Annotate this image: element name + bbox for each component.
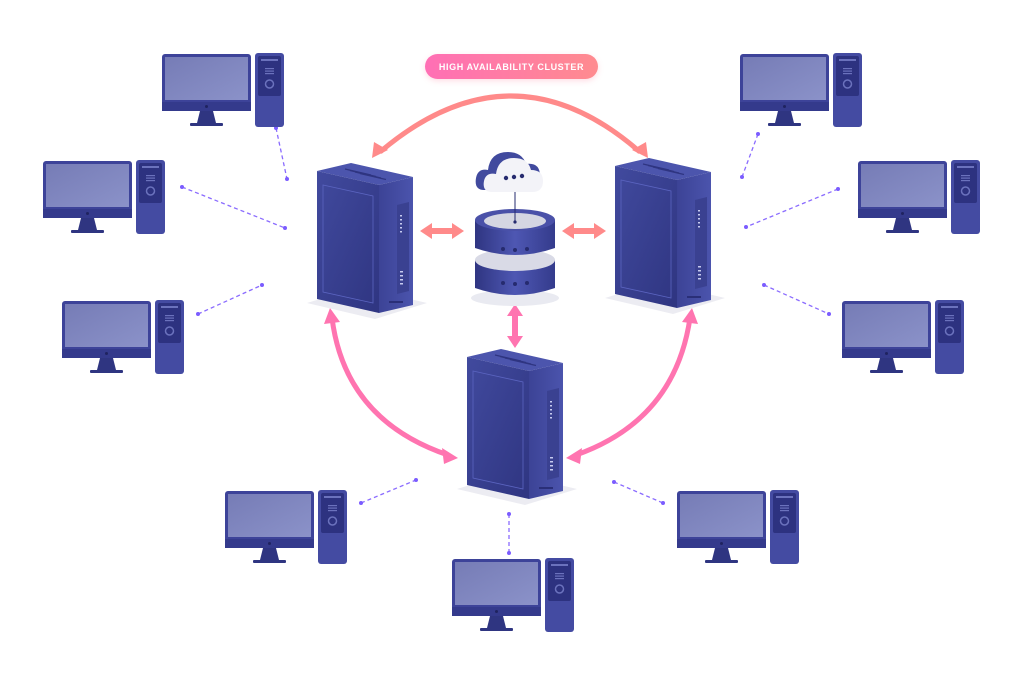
arrowhead-icon	[566, 448, 582, 464]
edge-server-left-server-right	[372, 93, 648, 158]
client-8	[452, 558, 574, 632]
pc-tower-icon	[318, 490, 347, 564]
client-5	[858, 160, 980, 234]
link-client-6	[763, 284, 830, 315]
client-4	[740, 53, 862, 127]
diagram-title: HIGH AVAILABILITY CLUSTER	[425, 54, 598, 79]
arrowhead-icon	[372, 142, 388, 158]
client-links	[181, 127, 839, 553]
client-1	[162, 53, 284, 127]
server-left	[307, 163, 427, 319]
client-6	[842, 300, 964, 374]
client-7	[225, 490, 347, 564]
client-9	[677, 490, 799, 564]
link-client-4	[741, 133, 759, 178]
pc-tower-icon	[155, 300, 184, 374]
edge-server-right-server-bottom	[566, 308, 698, 464]
pc-tower-icon	[770, 490, 799, 564]
pc-tower-icon	[545, 558, 574, 632]
pc-tower-icon	[136, 160, 165, 234]
monitor-icon	[842, 301, 931, 373]
edge-server-left-storage	[420, 223, 464, 239]
monitor-icon	[452, 559, 541, 631]
client-2	[43, 160, 165, 234]
edge-server-left-server-bottom	[324, 308, 458, 464]
link-client-1	[275, 127, 288, 180]
arrowhead-icon	[632, 142, 648, 158]
server-icon	[615, 166, 677, 308]
link-client-5	[745, 188, 839, 228]
client-3	[62, 300, 184, 374]
link-client-9	[613, 481, 664, 504]
monitor-icon	[62, 301, 151, 373]
edge-server-bottom-storage	[507, 304, 523, 348]
monitor-icon	[225, 491, 314, 563]
pc-tower-icon	[255, 53, 284, 127]
arrowhead-icon	[442, 448, 458, 464]
pc-tower-icon	[935, 300, 964, 374]
cloud-icon	[475, 152, 543, 192]
edge-server-right-storage	[562, 223, 606, 239]
server-icon	[317, 171, 379, 313]
server-bottom	[457, 349, 577, 505]
monitor-icon	[858, 161, 947, 233]
pc-tower-icon	[951, 160, 980, 234]
server-right	[605, 158, 725, 314]
monitor-icon	[677, 491, 766, 563]
pc-tower-icon	[833, 53, 862, 127]
storage-shadow	[471, 290, 559, 306]
monitor-icon	[162, 54, 251, 126]
arrowhead-icon	[682, 308, 698, 324]
server-icon	[467, 357, 529, 499]
link-client-2	[181, 186, 286, 229]
link-client-3	[197, 284, 263, 315]
monitor-icon	[740, 54, 829, 126]
arrowhead-icon	[324, 308, 340, 324]
storage-node	[471, 152, 559, 306]
link-client-7	[360, 479, 417, 504]
monitor-icon	[43, 161, 132, 233]
